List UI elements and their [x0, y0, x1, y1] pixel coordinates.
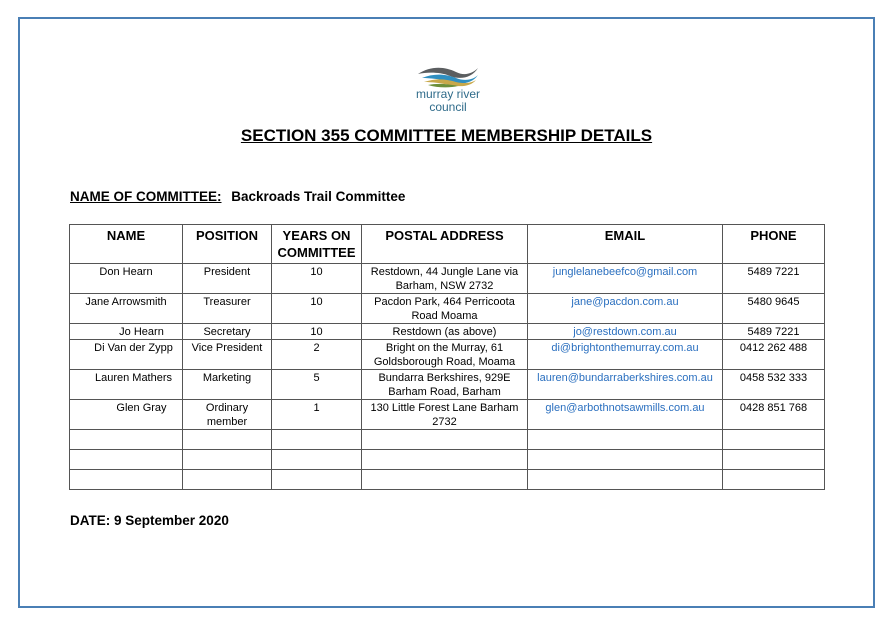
- river-logo-icon: [418, 67, 478, 88]
- header-name: NAME: [69, 224, 183, 264]
- member-email-link[interactable]: lauren@bundarraberkshires.com.au: [527, 369, 723, 400]
- council-logo: murray river council: [402, 64, 494, 118]
- table-row: Don Hearn President 10 Restdown, 44 Jung…: [69, 263, 825, 294]
- member-address: Restdown, 44 Jungle Lane via Barham, NSW…: [361, 263, 528, 294]
- member-address: Bright on the Murray, 61 Goldsborough Ro…: [361, 339, 528, 370]
- date-label: DATE:: [70, 513, 111, 528]
- header-email: EMAIL: [527, 224, 723, 264]
- member-years: 1: [271, 399, 362, 430]
- member-address: Restdown (as above): [361, 323, 528, 340]
- membership-table: NAME POSITION YEARS ON COMMITTEE POSTAL …: [69, 224, 825, 490]
- table-row: Di Van der Zypp Vice President 2 Bright …: [69, 339, 825, 370]
- member-position: Marketing: [182, 369, 272, 400]
- committee-name: Backroads Trail Committee: [231, 189, 406, 204]
- member-email-link[interactable]: junglelanebeefco@gmail.com: [527, 263, 723, 294]
- header-years: YEARS ON COMMITTEE: [271, 224, 362, 264]
- header-years-line1: YEARS ON: [282, 228, 351, 243]
- member-email-link[interactable]: glen@arbothnotsawmills.com.au: [527, 399, 723, 430]
- committee-label: NAME OF COMMITTEE:: [70, 189, 222, 204]
- member-years: 10: [271, 293, 362, 324]
- member-phone: 5489 7221: [722, 263, 825, 294]
- member-address: Bundarra Berkshires, 929E Barham Road, B…: [361, 369, 528, 400]
- table-row-empty: [69, 469, 825, 490]
- member-years: 10: [271, 323, 362, 340]
- member-phone: 5489 7221: [722, 323, 825, 340]
- member-phone: 0412 262 488: [722, 339, 825, 370]
- member-name: Don Hearn: [69, 263, 183, 294]
- date-value: 9 September 2020: [114, 513, 229, 528]
- table-row-empty: [69, 429, 825, 450]
- table-header-row: NAME POSITION YEARS ON COMMITTEE POSTAL …: [69, 224, 825, 264]
- member-phone: 5480 9645: [722, 293, 825, 324]
- table-row: Lauren Mathers Marketing 5 Bundarra Berk…: [69, 369, 825, 400]
- member-email-link[interactable]: jo@restdown.com.au: [527, 323, 723, 340]
- member-years: 2: [271, 339, 362, 370]
- member-name: Lauren Mathers: [69, 369, 183, 400]
- header-phone: PHONE: [722, 224, 825, 264]
- member-address: Pacdon Park, 464 Perricoota Road Moama: [361, 293, 528, 324]
- table-row: Jo Hearn Secretary 10 Restdown (as above…: [69, 323, 825, 340]
- member-name: Jo Hearn: [69, 323, 183, 340]
- member-years: 10: [271, 263, 362, 294]
- member-phone: 0458 532 333: [722, 369, 825, 400]
- logo-text-line2: council: [429, 100, 467, 114]
- member-email-link[interactable]: di@brightonthemurray.com.au: [527, 339, 723, 370]
- member-phone: 0428 851 768: [722, 399, 825, 430]
- page-border: [18, 17, 875, 608]
- member-position: Vice President: [182, 339, 272, 370]
- member-name: Jane Arrowsmith: [69, 293, 183, 324]
- member-years: 5: [271, 369, 362, 400]
- member-position: Ordinary member: [182, 399, 272, 430]
- table-row-empty: [69, 449, 825, 470]
- member-name: Glen Gray: [69, 399, 183, 430]
- member-name: Di Van der Zypp: [69, 339, 183, 370]
- table-row: Glen Gray Ordinary member 1 130 Little F…: [69, 399, 825, 430]
- committee-heading: NAME OF COMMITTEE: Backroads Trail Commi…: [70, 189, 405, 204]
- page-title: SECTION 355 COMMITTEE MEMBERSHIP DETAILS: [240, 126, 653, 145]
- table-row: Jane Arrowsmith Treasurer 10 Pacdon Park…: [69, 293, 825, 324]
- member-email-link[interactable]: jane@pacdon.com.au: [527, 293, 723, 324]
- header-address: POSTAL ADDRESS: [361, 224, 528, 264]
- logo-text-line1: murray river: [415, 87, 480, 101]
- header-position: POSITION: [182, 224, 272, 264]
- member-position: President: [182, 263, 272, 294]
- header-years-line2: COMMITTEE: [277, 245, 356, 260]
- member-address: 130 Little Forest Lane Barham 2732: [361, 399, 528, 430]
- member-position: Secretary: [182, 323, 272, 340]
- member-position: Treasurer: [182, 293, 272, 324]
- date-line: DATE: 9 September 2020: [70, 513, 229, 528]
